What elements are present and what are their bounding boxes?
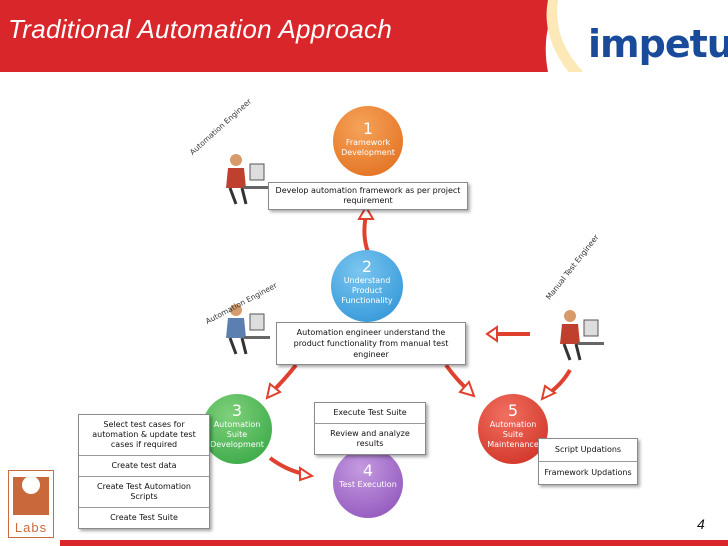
step-4-number: 4 <box>362 461 374 480</box>
page-number: 4 <box>697 516 705 532</box>
labs-label: Labs <box>14 520 48 535</box>
step-2-number: 2 <box>361 257 373 276</box>
suite-dev-item: Create Test Suite <box>110 513 178 522</box>
arrow-2-to-1 <box>362 214 370 253</box>
impetus-logo: impetus <box>588 22 728 66</box>
step-4-label: Test Execution <box>339 480 397 489</box>
step-5-number: 5 <box>507 401 519 420</box>
execution-item: Review and analyze results <box>330 429 410 448</box>
maintenance-item: Script Updations <box>539 439 637 462</box>
framework-box: Develop automation framework as per proj… <box>268 182 468 210</box>
execution-item: Execute Test Suite <box>315 403 425 424</box>
step-3-label: Automation Suite Development <box>210 420 264 449</box>
understand-box-text: Automation engineer understand the produ… <box>293 328 449 359</box>
step-3-number: 3 <box>231 401 243 420</box>
maintenance-box: Script Updations Framework Updations <box>538 438 638 485</box>
slide-title: Traditional Automation Approach <box>8 14 393 44</box>
maintenance-item: Framework Updations <box>544 468 632 477</box>
automation-engineer-figure-1 <box>226 154 270 205</box>
labs-logo <box>8 470 54 538</box>
footer-bar <box>60 540 728 546</box>
suite-dev-item: Create test data <box>79 456 209 477</box>
automation-engineer-figure-2 <box>226 304 270 355</box>
suite-development-box: Select test cases for automation & updat… <box>78 414 210 529</box>
suite-dev-item: Select test cases for automation & updat… <box>79 415 209 456</box>
framework-box-text: Develop automation framework as per proj… <box>275 186 461 205</box>
labs-logo-mark <box>9 471 53 519</box>
step-1-circle: 1 Framework Development <box>333 106 403 176</box>
step-1-label: Framework Development <box>341 138 395 157</box>
arrow-3-to-4 <box>268 456 305 476</box>
step-2-circle: 2 Understand Product Functionality <box>331 250 403 322</box>
manual-test-engineer-figure <box>560 310 604 361</box>
step-5-circle: 5 Automation Suite Maintenance <box>478 394 548 464</box>
step-5-label: Automation Suite Maintenance <box>487 420 539 449</box>
header-band <box>0 0 728 72</box>
logo-trademark: TM <box>712 52 723 59</box>
understand-box: Automation engineer understand the produ… <box>276 322 466 365</box>
suite-dev-item: Create Test Automation Scripts <box>79 477 209 508</box>
test-execution-box: Execute Test Suite Review and analyze re… <box>314 402 426 455</box>
step-4-circle: 4 Test Execution <box>333 448 403 518</box>
step-3-circle: 3 Automation Suite Development <box>202 394 272 464</box>
step-1-number: 1 <box>362 119 374 138</box>
step-2-label: Understand Product Functionality <box>341 276 393 305</box>
